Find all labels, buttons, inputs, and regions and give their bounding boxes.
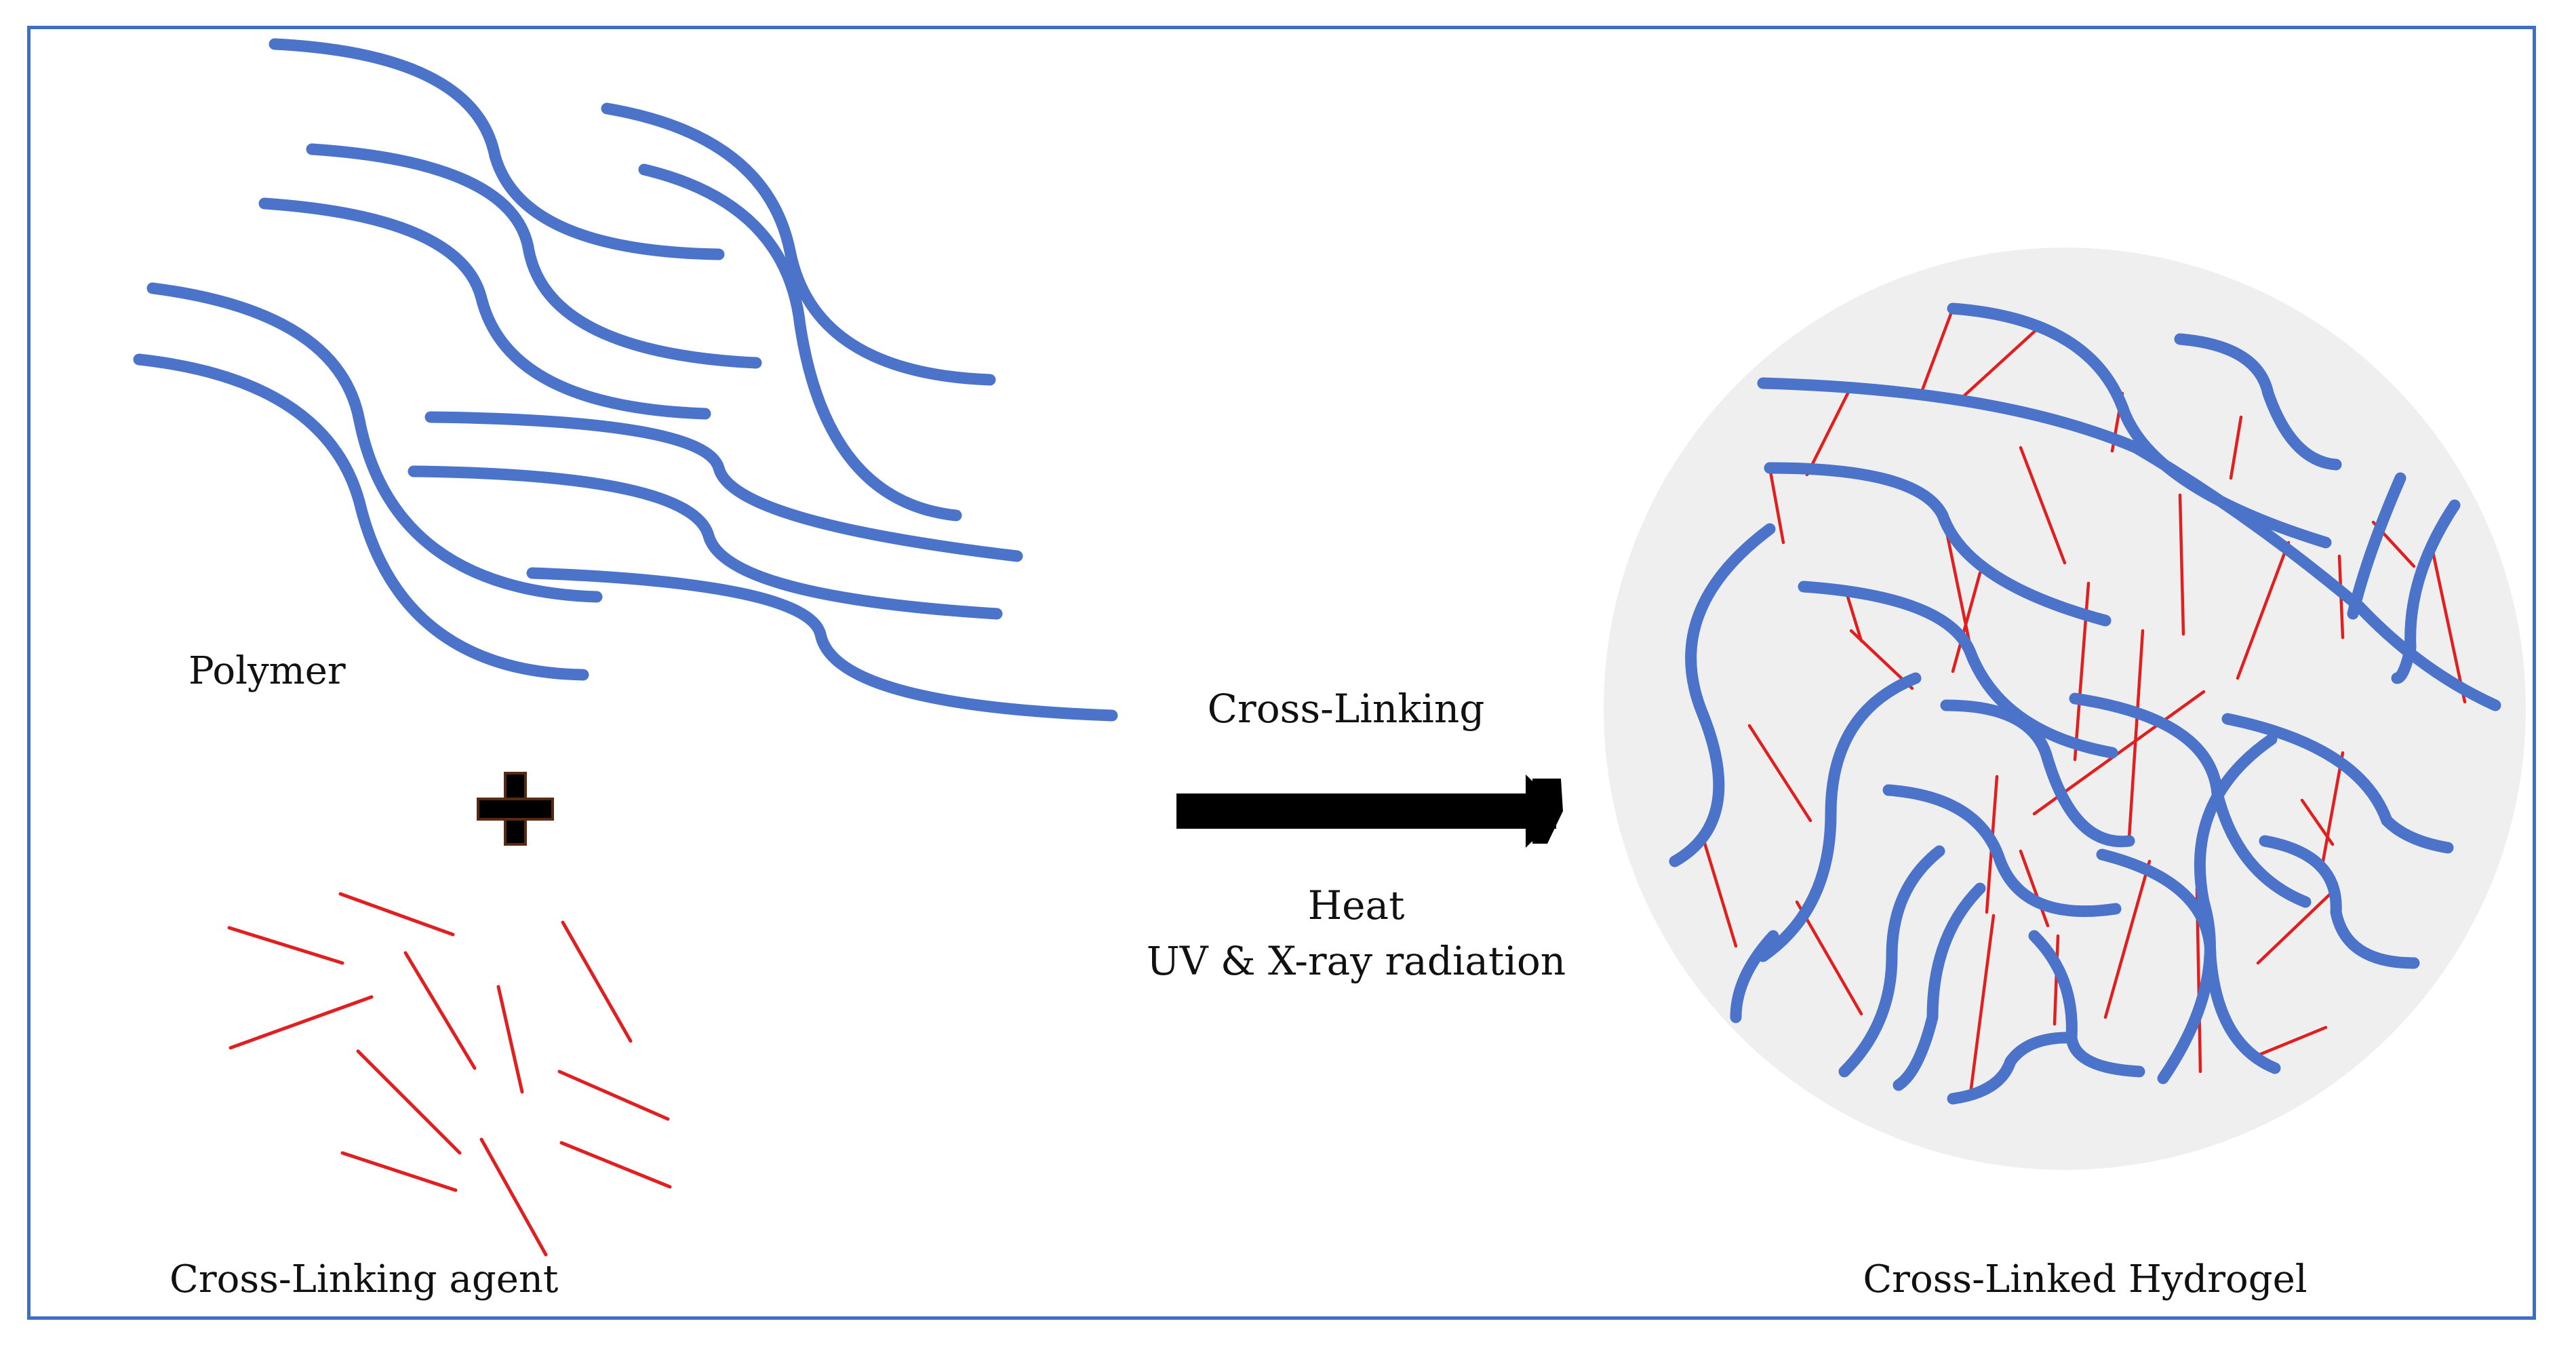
- gel-chain: [1669, 523, 1776, 867]
- crosslinker: [557, 1070, 670, 1121]
- crosslink: [2249, 1025, 2328, 1060]
- crosslink: [1951, 571, 1982, 673]
- gel-chain: [1947, 1032, 2074, 1105]
- crosslinking-agent-lines: [227, 892, 672, 1257]
- crosslinker: [561, 920, 633, 1043]
- crosslink: [2053, 934, 2060, 1026]
- crosslinker: [496, 985, 524, 1094]
- condition-radiation-label: UV & X-ray radiation: [1147, 938, 1566, 984]
- gel-chain: [2391, 499, 2461, 684]
- crosslink: [2429, 541, 2467, 704]
- crosslinker: [338, 892, 455, 937]
- gel-chain: [1893, 882, 1986, 1091]
- polymer-chain: [133, 353, 589, 681]
- polymer-chain: [146, 282, 603, 603]
- hydrogel-label: Cross-Linked Hydrogel: [1863, 1257, 2307, 1301]
- crosslink: [2019, 446, 2067, 565]
- polymer-chain: [526, 567, 1118, 722]
- polymer-chain: [306, 143, 762, 369]
- crosslinking-agent-label: Cross-Linking agent: [170, 1257, 559, 1301]
- gel-chain: [2174, 333, 2342, 471]
- gel-chain: [2259, 835, 2420, 969]
- crosslink: [1768, 466, 1785, 545]
- gel-chain: [1764, 462, 2112, 627]
- polymer-chain: [424, 411, 1023, 562]
- crosslink: [1920, 307, 1955, 392]
- crosslinker: [229, 995, 374, 1050]
- polymer-chains: [133, 38, 1118, 722]
- polymer-chain: [638, 163, 962, 522]
- crosslink: [1747, 724, 1812, 823]
- crosslink: [2127, 629, 2145, 840]
- polymer-label: Polymer: [189, 649, 346, 693]
- crosslink: [2178, 493, 2185, 636]
- polymer-chain: [601, 102, 996, 386]
- crosslinker: [340, 1151, 458, 1192]
- gel-chain: [1947, 302, 2332, 549]
- crosslink: [1961, 323, 2043, 399]
- crosslinker: [479, 1137, 548, 1257]
- gel-chain: [2347, 472, 2406, 620]
- gel-chain: [2221, 713, 2454, 854]
- crosslink: [2236, 541, 2291, 680]
- crosslinker: [356, 1049, 462, 1155]
- condition-heat-label: Heat: [1308, 882, 1405, 928]
- gel-chain: [1882, 784, 2122, 918]
- crosslink: [1968, 914, 1996, 1101]
- crosslink: [1805, 385, 1853, 477]
- hydrogel-polymer-chains: [1669, 302, 2501, 1105]
- gel-chain: [1730, 930, 1779, 1023]
- crosslink: [1846, 595, 1863, 643]
- crosslink: [2019, 849, 2050, 928]
- crosslinker: [403, 951, 477, 1070]
- crosslink: [2320, 751, 2345, 867]
- plus-icon: [477, 772, 554, 846]
- crosslink: [2229, 415, 2243, 480]
- crosslink: [2300, 798, 2335, 846]
- crosslink: [2103, 859, 2152, 1019]
- hydrogel-disc: [1604, 248, 2526, 1170]
- gel-chain: [1757, 672, 1922, 962]
- polymer-chain: [258, 197, 711, 420]
- crosslink: [2256, 886, 2338, 965]
- polymer-chain: [408, 465, 1003, 620]
- gel-chain: [1838, 845, 1945, 1078]
- right-arrow-icon: [1176, 774, 1563, 848]
- gel-chain: [2157, 733, 2278, 1084]
- polymer-chain: [269, 38, 725, 260]
- gel-chain: [1940, 699, 2135, 848]
- process-label: Cross-Linking: [1208, 686, 1485, 732]
- gel-chain: [1798, 581, 2118, 759]
- crosslink: [1795, 900, 1863, 1016]
- crosslink: [1700, 832, 1738, 948]
- crosslinker: [559, 1141, 672, 1189]
- crosslinker: [227, 926, 344, 965]
